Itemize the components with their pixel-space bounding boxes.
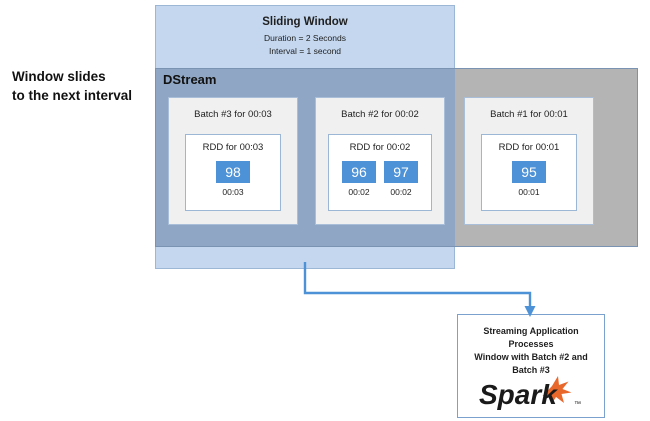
rdd-cell: 98 00:03 (216, 161, 250, 197)
star-icon (542, 376, 572, 404)
spark-logo: Spark ™ (479, 376, 581, 410)
rdd-card: RDD for 00:03 98 00:03 (185, 134, 281, 211)
batch-card-2[interactable]: Batch #2 for 00:02 RDD for 00:02 96 00:0… (315, 97, 445, 225)
batch-title: Batch #3 for 00:03 (194, 109, 272, 120)
streaming-application-box: Streaming Application Processes Window w… (457, 314, 605, 418)
sliding-window-interval: Interval = 1 second (268, 46, 342, 56)
rdd-cell: 95 00:01 (512, 161, 546, 197)
rdd-cell-value: 95 (512, 161, 546, 183)
rdd-cell: 97 00:02 (384, 161, 418, 197)
rdd-title: RDD for 00:03 (202, 142, 264, 153)
rdd-title: RDD for 00:02 (349, 142, 411, 153)
batch-card-3[interactable]: Batch #3 for 00:03 RDD for 00:03 98 00:0… (168, 97, 298, 225)
rdd-cell-value: 96 (342, 161, 376, 183)
rdd-cell: 96 00:02 (342, 161, 376, 197)
sliding-window-title: Sliding Window (262, 16, 348, 28)
batch-card-1[interactable]: Batch #1 for 00:01 RDD for 00:01 95 00:0… (464, 97, 594, 225)
rdd-cell-time: 00:02 (348, 187, 370, 197)
rdd-cells: 98 00:03 (186, 161, 280, 197)
rdd-cells: 95 00:01 (482, 161, 576, 197)
window-slides-caption: Window slides to the next interval (12, 69, 133, 103)
rdd-cells: 96 00:02 97 00:02 (329, 161, 431, 197)
rdd-card: RDD for 00:02 96 00:02 97 00:02 (328, 134, 432, 211)
batch-title: Batch #2 for 00:02 (341, 109, 419, 120)
rdd-cell-value: 98 (216, 161, 250, 183)
rdd-card: RDD for 00:01 95 00:01 (481, 134, 577, 211)
flow-arrow-icon (303, 262, 536, 317)
sliding-window-duration: Duration = 2 Seconds (264, 33, 346, 43)
rdd-cell-time: 00:03 (222, 187, 244, 197)
streaming-application-text: Streaming Application Processes Window w… (474, 326, 588, 375)
rdd-cell-time: 00:02 (390, 187, 412, 197)
spark-wordmark: Spark (479, 379, 558, 410)
trademark-icon: ™ (574, 401, 581, 408)
rdd-title: RDD for 00:01 (498, 142, 560, 153)
rdd-cell-time: 00:01 (518, 187, 540, 197)
dstream-label: DStream (163, 72, 217, 87)
rdd-cell-value: 97 (384, 161, 418, 183)
batch-title: Batch #1 for 00:01 (490, 109, 568, 120)
